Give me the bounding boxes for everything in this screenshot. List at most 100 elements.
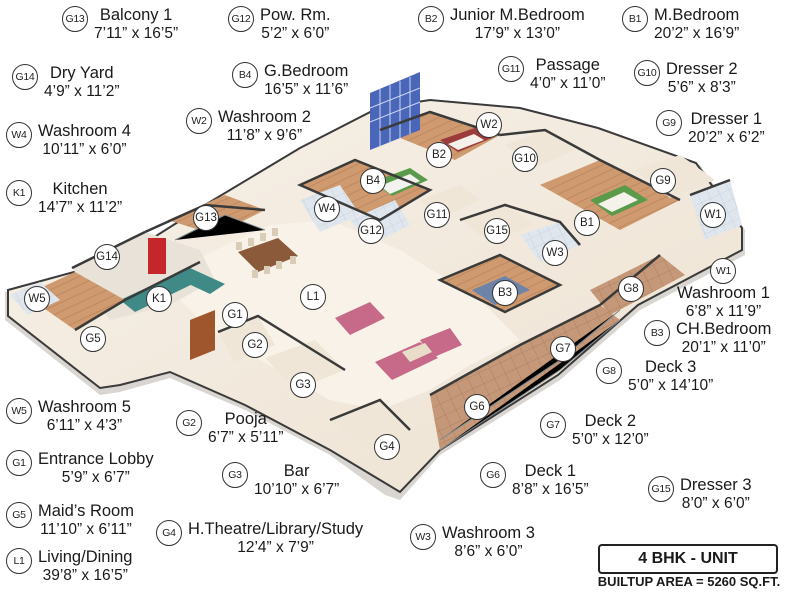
room-code-badge: G6 [480, 462, 506, 488]
plan-marker-g14: G14 [94, 244, 120, 270]
room-code-badge: W2 [186, 108, 212, 134]
window-mullions [369, 77, 421, 146]
room-dimensions: 10’11” x 6’0” [42, 141, 127, 158]
room-dimensions: 6’8” x 11’9” [685, 303, 762, 320]
room-name: Washroom 4 [38, 122, 131, 140]
room-code-badge: G3 [222, 462, 248, 488]
room-name: Washroom 5 [38, 398, 131, 416]
plan-marker-g7: G7 [550, 336, 576, 362]
room-code-badge: G8 [596, 358, 622, 384]
room-name: Washroom 3 [442, 524, 535, 542]
room-code-badge: G7 [540, 412, 566, 438]
interior-walls [71, 110, 731, 431]
dining-table [238, 238, 298, 272]
room-dimensions: 8’6” x 6’0” [454, 543, 523, 560]
room-code-badge: G14 [12, 64, 38, 90]
plan-marker-b2: B2 [426, 142, 452, 168]
room-name: Kitchen [52, 180, 108, 198]
room-code-badge: B1 [622, 6, 648, 32]
plan-marker-w4: W4 [314, 196, 340, 222]
plan-marker-g4: G4 [374, 434, 400, 460]
plan-marker-w1: W1 [700, 202, 726, 228]
plan-marker-b3: B3 [492, 280, 518, 306]
room-dimensions: 4’9” x 11’2” [44, 83, 120, 100]
bar-floor [265, 340, 345, 390]
room-code-badge: W1 [710, 258, 737, 284]
b4-bed-sheet [380, 174, 420, 194]
room-code-badge: G10 [634, 60, 660, 86]
blue-window [370, 72, 420, 150]
room-dimensions: 10’10” x 6’7” [254, 481, 340, 498]
room-dimensions: 14’7” x 11’2” [38, 199, 123, 216]
b1-bed-sheet [598, 192, 638, 212]
room-code-badge: K1 [6, 180, 32, 206]
room-code-badge: G12 [228, 6, 254, 32]
plan-marker-g3: G3 [290, 372, 316, 398]
room-name: Deck 2 [584, 412, 637, 430]
room-dimensions: 17’9” x 13’0” [474, 25, 561, 42]
room-name: Junior M.Bedroom [450, 6, 585, 24]
plan-marker-g1: G1 [222, 302, 248, 328]
room-code-badge: L1 [6, 548, 32, 574]
plan-marker-g6: G6 [464, 394, 490, 420]
plan-marker-w5: W5 [24, 286, 50, 312]
plan-marker-g9: G9 [650, 168, 676, 194]
plan-marker-w3: W3 [542, 240, 568, 266]
kitchen-counter-2 [176, 268, 225, 294]
room-dimensions: 20’2” x 6’2” [688, 129, 765, 146]
room-code-badge: G11 [498, 56, 524, 82]
room-name: Passage [535, 56, 600, 74]
living-sofa-1 [335, 302, 385, 335]
room-name: Deck 1 [524, 462, 577, 480]
room-name: G.Bedroom [264, 62, 349, 80]
plan-marker-g11: G11 [424, 202, 450, 228]
room-dimensions: 8’8” x 16’5” [512, 481, 589, 498]
room-name: H.Theatre/Library/Study [188, 520, 364, 538]
room-dimensions: 6’7” x 5’11” [208, 429, 284, 446]
plan-marker-k1: K1 [146, 286, 172, 312]
plan-marker-l1: L1 [300, 284, 326, 310]
room-name: CH.Bedroom [676, 320, 772, 338]
room-code-badge: B3 [644, 320, 670, 346]
room-code-badge: G4 [156, 520, 182, 546]
room-dimensions: 20’1” x 11’0” [681, 339, 766, 356]
fridge [148, 238, 166, 274]
room-code-badge: W4 [6, 122, 32, 148]
room-name: Dresser 3 [680, 476, 752, 494]
room-code-badge: G15 [648, 476, 674, 502]
room-dimensions: 5’6” x 8’3” [667, 79, 736, 96]
room-name: Dresser 2 [666, 60, 738, 78]
room-name: Bar [283, 462, 310, 480]
room-dimensions: 5’2” x 6’0” [261, 25, 330, 42]
legend-pow-room: G12 Pow. Rm.5’2” x 6’0” [228, 6, 331, 43]
plan-marker-w2: W2 [476, 112, 502, 138]
plan-marker-b4: B4 [360, 168, 386, 194]
room-dimensions: 5’0” x 12’0” [572, 431, 649, 448]
room-code-badge: G9 [656, 110, 682, 136]
room-dimensions: 11’10” x 6’11” [40, 521, 132, 538]
room-dimensions: 4’0” x 11’0” [530, 75, 606, 92]
room-dimensions: 12’4” x 7’9” [237, 539, 314, 556]
room-dimensions: 20’2” x 16’9” [654, 25, 740, 42]
plan-marker-g13: G13 [193, 205, 219, 231]
room-name: Washroom 1 [677, 284, 770, 302]
room-dimensions: 39’8” x 16’5” [42, 567, 128, 584]
